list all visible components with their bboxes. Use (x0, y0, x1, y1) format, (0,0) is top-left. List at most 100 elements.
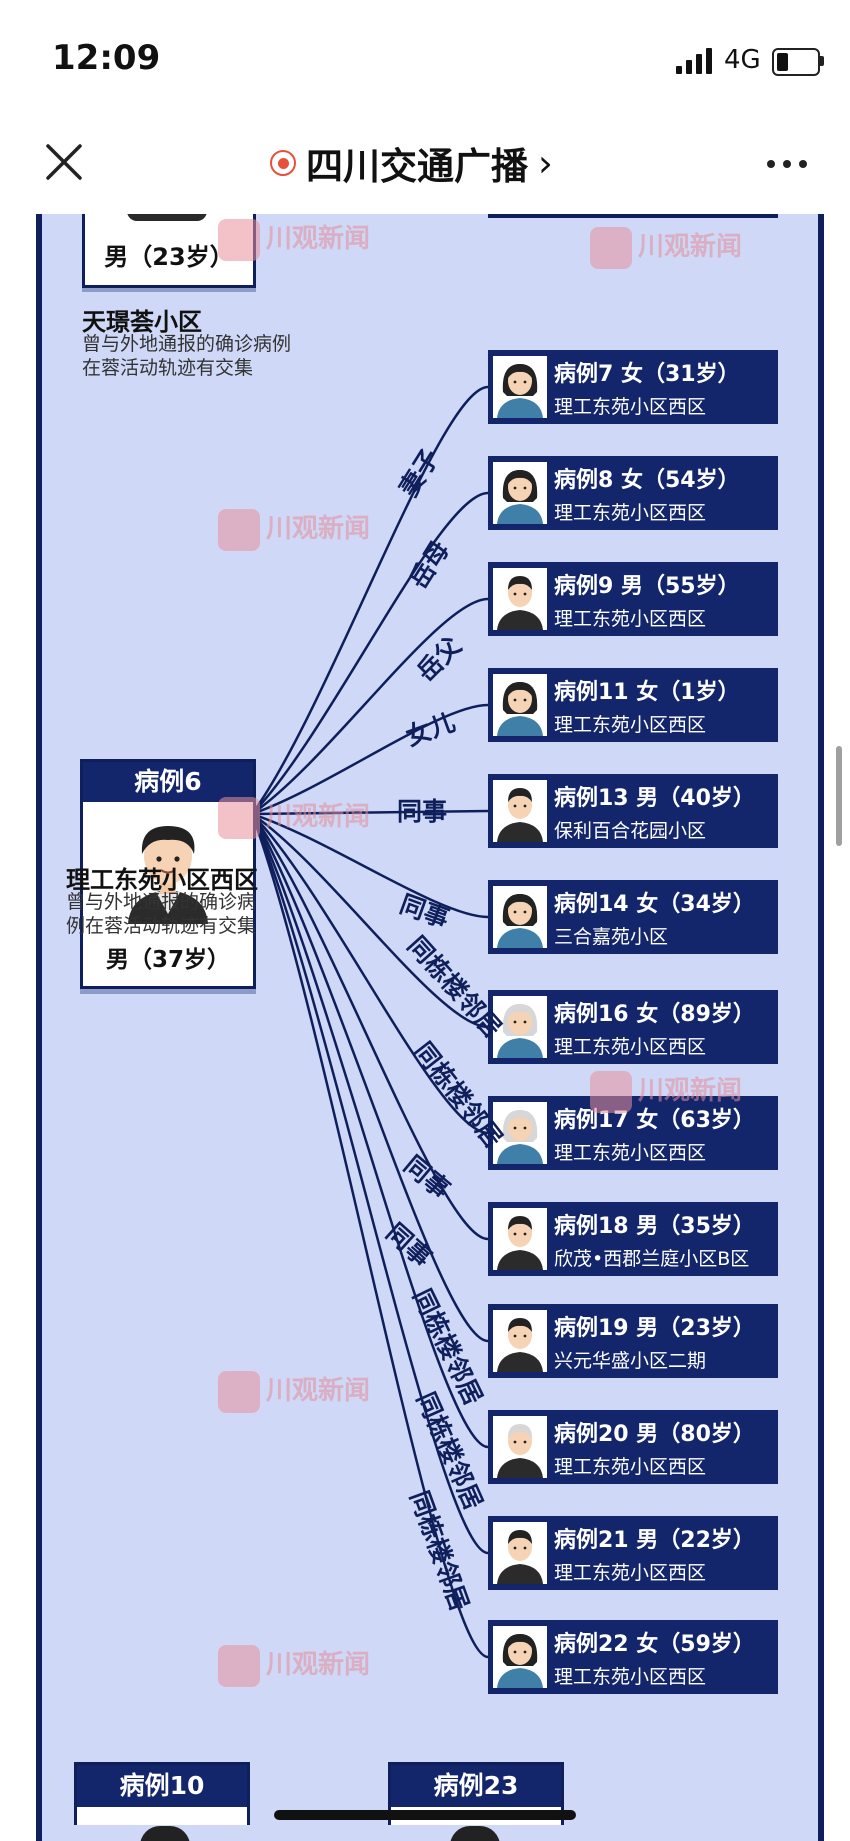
live-indicator-icon (270, 150, 296, 176)
case-location: 三合嘉苑小区 (554, 926, 669, 948)
relation-line (250, 813, 489, 1343)
case-title: 病例23 (391, 1765, 561, 1807)
avatar (493, 996, 547, 1058)
case-title: 病例13 男（40岁） (554, 786, 755, 811)
battery-tip (820, 56, 824, 66)
network-type: 4G (724, 45, 761, 75)
battery-icon (772, 48, 820, 76)
avatar (127, 214, 207, 221)
avatar (493, 886, 547, 948)
avatar (493, 1416, 547, 1478)
avatar (493, 674, 547, 736)
previous-card-edge (488, 214, 778, 218)
case-title: 病例6 (83, 762, 253, 802)
male-avatar-icon (497, 1216, 543, 1270)
relation-line (250, 813, 489, 1241)
scrollbar[interactable] (836, 746, 842, 846)
case-card: 病例8 女（54岁） 理工东苑小区西区 (488, 456, 778, 530)
case-location: 兴元华盛小区二期 (554, 1350, 707, 1372)
avatar (493, 1522, 547, 1584)
location-desc: 曾与外地通报的确诊病 (66, 891, 257, 913)
watermark-logo-icon (218, 1644, 260, 1687)
case-card: 病例20 男（80岁）理工东苑小区西区 (488, 1410, 778, 1484)
case-title: 病例9 男（55岁） (554, 574, 740, 599)
article-content[interactable]: 男（23岁） 天璟荟小区 曾与外地通报的确诊病例 在蓉活动轨迹有交集 病例6 男… (0, 214, 850, 1841)
case-title: 病例16 女（89岁） (554, 1002, 755, 1027)
elderly-male-avatar-icon (497, 1424, 543, 1478)
female-avatar-icon (497, 470, 543, 524)
relation-lines (250, 385, 489, 1659)
case-title: 病例22 女（59岁） (554, 1632, 755, 1657)
case-title: 病例17 女（63岁） (554, 1108, 755, 1133)
elderly-female-avatar-icon (497, 1110, 543, 1164)
case-card: 病例9 男（55岁）理工东苑小区西区 (488, 562, 778, 636)
case-title: 病例19 男（23岁） (554, 1316, 755, 1341)
watermark-logo-icon (590, 1070, 632, 1113)
case-card: 病例18 男（35岁）欣茂•西郡兰庭小区B区 (488, 1202, 778, 1276)
female-avatar-icon (497, 364, 543, 418)
case-card: 病例17 女（63岁）理工东苑小区西区 (488, 1096, 778, 1170)
case-location: 理工东苑小区西区 (554, 396, 707, 418)
watermark: 川观新闻 (218, 508, 370, 551)
girl-avatar-icon (497, 682, 543, 736)
female-avatar-icon (497, 1634, 543, 1688)
relation-line (250, 813, 489, 1659)
case-title: 病例11 女（1岁） (554, 680, 740, 705)
case-title: 病例18 男（35岁） (554, 1214, 755, 1239)
close-icon[interactable] (40, 138, 88, 186)
relation-line (251, 812, 489, 1029)
watermark: 川观新闻 (590, 1070, 742, 1113)
account-title-link[interactable]: 四川交通广播 › (270, 140, 553, 188)
male-avatar-icon (128, 826, 208, 924)
location-desc: 曾与外地通报的确诊病例 (82, 333, 292, 355)
case-location: 理工东苑小区西区 (554, 1562, 707, 1584)
relation-line (251, 597, 489, 816)
watermark-logo-icon (218, 508, 260, 551)
watermark: 川观新闻 (590, 226, 742, 269)
avatar (450, 1826, 500, 1841)
relation-line (251, 813, 489, 1135)
avatar (493, 1310, 547, 1372)
watermark-logo-icon (218, 796, 260, 839)
case-card: 病例13 男（40岁）保利百合花园小区 (488, 774, 778, 848)
relation-label: 同事 (396, 797, 447, 826)
elderly-female-avatar-icon (497, 1004, 543, 1058)
case-location: 理工东苑小区西区 (554, 1666, 707, 1688)
status-time: 12:09 (52, 38, 161, 78)
location-desc: 在蓉活动轨迹有交集 (82, 357, 254, 379)
status-bar: 12:09 4G (0, 0, 850, 120)
watermark-logo-icon (218, 1370, 260, 1413)
relation-line (251, 703, 489, 816)
location-title: 理工东苑小区西区 (66, 866, 258, 894)
case-card: 病例21 男（22岁）理工东苑小区西区 (488, 1516, 778, 1590)
location-desc: 例在蓉活动轨迹有交集 (66, 915, 257, 937)
case-card: 病例14 女（34岁）三合嘉苑小区 (488, 880, 778, 954)
more-dots-icon[interactable] (762, 144, 812, 184)
relation-line (251, 812, 489, 919)
avatar (493, 568, 547, 630)
home-indicator[interactable] (274, 1810, 576, 1820)
case-card: 病例11 女（1岁）理工东苑小区西区 (488, 668, 778, 742)
male-avatar-icon (497, 1530, 543, 1584)
location-title: 天璟荟小区 (82, 308, 202, 336)
case-location: 理工东苑小区西区 (554, 1036, 707, 1058)
watermark-logo-icon (218, 218, 260, 261)
avatar (493, 462, 547, 524)
case-title: 病例8 女（54岁） (554, 468, 740, 493)
avatar (493, 780, 547, 842)
male-beard-avatar-icon (497, 576, 543, 630)
case-title: 病例20 男（80岁） (554, 1422, 755, 1447)
avatar (493, 1102, 547, 1164)
case-title: 病例10 (77, 1765, 247, 1807)
relation-line (251, 491, 489, 815)
relation-line (250, 385, 489, 815)
case-card: 病例22 女（59岁） 理工东苑小区西区 (488, 1620, 778, 1694)
avatar (493, 356, 547, 418)
watermark: 川观新闻 (218, 1644, 370, 1687)
bottom-case-card: 病例10 (74, 1762, 250, 1825)
case-card: 病例7 女（31岁）理工东苑小区西区 (488, 350, 778, 424)
chevron-right-icon: › (538, 141, 553, 185)
avatar (493, 1626, 547, 1688)
case-caption: 男（23岁） (104, 243, 234, 271)
case-location: 理工东苑小区西区 (554, 502, 707, 524)
